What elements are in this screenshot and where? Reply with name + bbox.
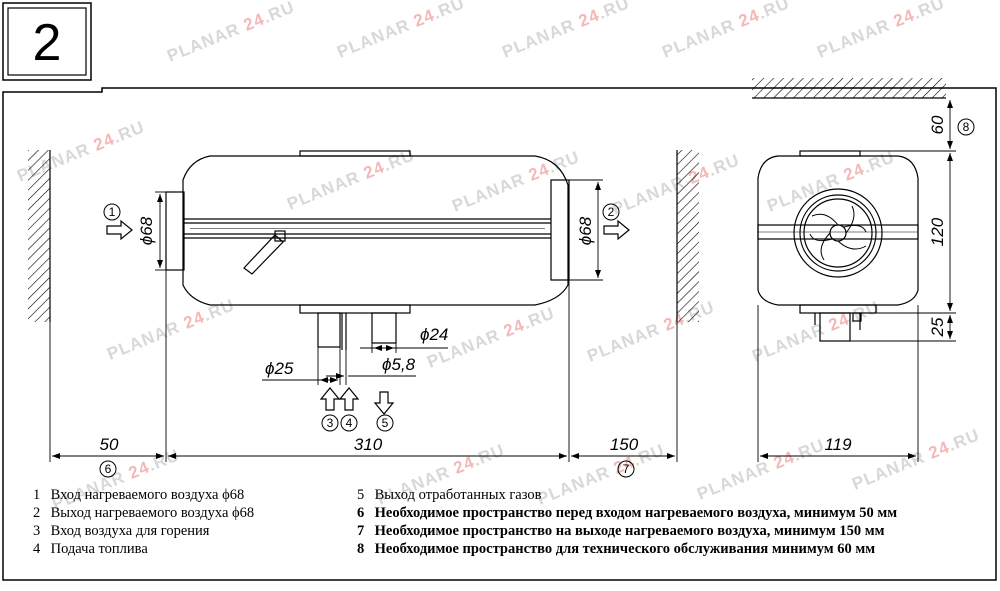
callout-8: 8 [963, 120, 970, 134]
exhaust-arrow [373, 391, 395, 415]
heater-front-view [757, 150, 919, 342]
figure-number-box [2, 2, 92, 81]
dim-outlet-diameter: ϕ68 [576, 216, 595, 245]
legend-right: 5 Выход отработанных газов 6 Необходимое… [357, 486, 897, 558]
watermark: PLANAR 24.RU [849, 425, 982, 493]
legend-item: 8 Необходимое пространство для техническ… [357, 541, 876, 557]
right-wall [677, 150, 699, 322]
callout-7: 7 [623, 462, 630, 476]
callout-1: 1 [109, 205, 116, 219]
legend-item: 7 Необходимое пространство на выходе наг… [357, 523, 885, 539]
dim-bottom-part: 25 [928, 317, 947, 337]
watermark: PLANAR 24.RU [609, 150, 742, 218]
heater-side-view [165, 150, 570, 350]
legend-left: 1 Вход нагреваемого воздуха ϕ68 2 Выход … [33, 486, 254, 558]
dim-pipe-25: ϕ25 [265, 359, 294, 378]
callout-3: 3 [327, 416, 334, 430]
inlet-air-arrow [106, 219, 133, 241]
svg-text:PLANAR 24.RU: PLANAR 24.RU [814, 0, 947, 62]
legend-item: 5 Выход отработанных газов [357, 487, 542, 503]
figure-number-box-inner [7, 7, 87, 76]
watermark: PLANAR 24.RU [449, 147, 582, 215]
left-wall [28, 150, 50, 322]
svg-text:PLANAR 24.RU: PLANAR 24.RU [764, 147, 897, 215]
watermark: PLANAR 24.RU [499, 0, 632, 62]
outlet-air-arrow [603, 219, 630, 241]
callouts [99, 118, 975, 478]
svg-text:PLANAR 24.RU: PLANAR 24.RU [499, 0, 632, 62]
legend-item: 4 Подача топлива [33, 541, 148, 557]
fuel-supply-arrow [338, 387, 360, 411]
dim-pipe-24: ϕ24 [420, 325, 448, 344]
svg-text:PLANAR 24.RU: PLANAR 24.RU [659, 0, 792, 62]
watermark: PLANAR 24.RU [659, 0, 792, 62]
dim-right-clearance: 150 [610, 435, 639, 454]
dim-left-clearance: 50 [100, 435, 119, 454]
watermark: PLANAR 24.RU [334, 0, 467, 62]
svg-text:PLANAR 24.RU: PLANAR 24.RU [749, 297, 882, 365]
svg-text:PLANAR 24.RU: PLANAR 24.RU [849, 425, 982, 493]
legend-item: 3 Вход воздуха для горения [33, 523, 210, 539]
legend-item: 2 Выход нагреваемого воздуха ϕ68 [33, 505, 255, 521]
svg-text:PLANAR 24.RU: PLANAR 24.RU [609, 150, 742, 218]
watermark: PLANAR 24.RU [164, 0, 297, 66]
figure-number: 2 [33, 14, 62, 72]
dim-height: 120 [928, 217, 947, 246]
callout-2: 2 [608, 205, 615, 219]
combustion-air-arrow [319, 387, 341, 411]
dim-inlet-diameter: ϕ68 [137, 216, 156, 245]
top-wall [752, 78, 946, 98]
callout-4: 4 [346, 416, 353, 430]
outer-frame [2, 87, 997, 581]
legend-item: 1 Вход нагреваемого воздуха ϕ68 [33, 487, 245, 503]
svg-text:PLANAR 24.RU: PLANAR 24.RU [334, 0, 467, 62]
svg-text:PLANAR 24.RU: PLANAR 24.RU [164, 0, 297, 66]
dimension-lines [49, 100, 956, 462]
dim-width: 119 [824, 435, 852, 454]
watermark: PLANAR 24.RU [764, 147, 897, 215]
callout-5: 5 [382, 416, 389, 430]
svg-text:PLANAR 24.RU: PLANAR 24.RU [449, 147, 582, 215]
legend-item: 6 Необходимое пространство перед входом … [357, 505, 898, 521]
watermark: PLANAR 24.RU [814, 0, 947, 62]
callout-6: 6 [105, 462, 112, 476]
dim-pipe-58: ϕ5,8 [382, 355, 416, 374]
dim-length: 310 [354, 435, 383, 454]
watermark: PLANAR 24.RU [749, 297, 882, 365]
dim-top-clearance: 60 [928, 115, 947, 134]
